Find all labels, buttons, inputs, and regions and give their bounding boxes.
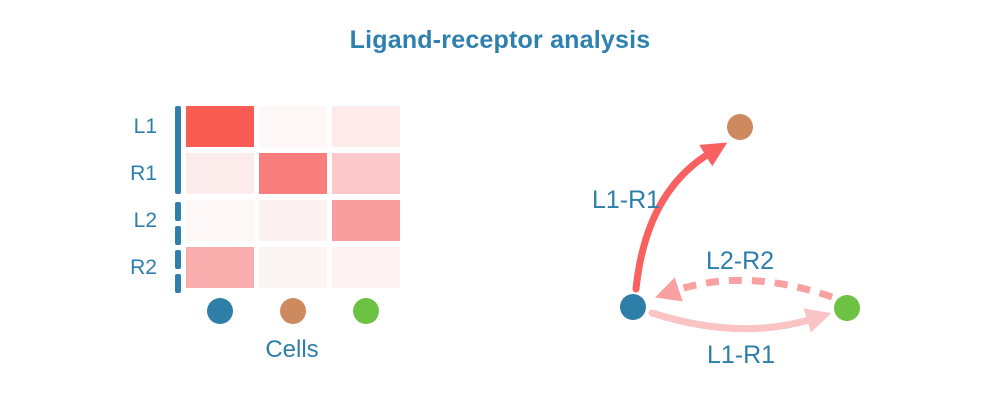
heatmap-cell-L2-blue-cell bbox=[186, 200, 254, 241]
heatmap-cell-R1-orange-cell bbox=[259, 153, 327, 194]
heatmap-cell-R1-blue-cell bbox=[186, 153, 254, 194]
heatmap-row-label-L2: L2 bbox=[133, 209, 157, 232]
column-dot-blue-cell bbox=[207, 298, 233, 324]
node-orange-cell bbox=[727, 114, 753, 140]
heatmap-row-label-R2: R2 bbox=[130, 256, 157, 279]
node-green-cell bbox=[834, 295, 860, 321]
edge-label-L2-R2: L2-R2 bbox=[705, 247, 775, 275]
column-dot-orange-cell bbox=[280, 298, 306, 324]
page-title: Ligand-receptor analysis bbox=[349, 26, 651, 54]
heatmap-column-dots bbox=[186, 298, 398, 324]
edge-label-L1-R1-top: L1-R1 bbox=[591, 186, 661, 214]
heatmap-cell-L2-orange-cell bbox=[259, 200, 327, 241]
heatmap-cell-R2-blue-cell bbox=[186, 247, 254, 288]
edge-green-to-blue-dashed bbox=[654, 276, 834, 302]
row-group-bar-dash bbox=[175, 274, 181, 293]
row-group-bar-dash bbox=[175, 202, 181, 221]
edge-label-L1-R1-bottom: L1-R1 bbox=[706, 341, 776, 369]
heatmap-cell-L1-orange-cell bbox=[259, 106, 327, 147]
node-blue-cell bbox=[620, 294, 646, 320]
heatmap-row-label-R1: R1 bbox=[130, 162, 157, 185]
row-group-bar-dash bbox=[175, 226, 181, 245]
heatmap-cell-R1-green-cell bbox=[332, 153, 400, 194]
heatmap-cell-L2-green-cell bbox=[332, 200, 400, 241]
heatmap-cell-R2-orange-cell bbox=[259, 247, 327, 288]
column-dot-green-cell bbox=[353, 298, 379, 324]
heatmap-cell-L1-green-cell bbox=[332, 106, 400, 147]
heatmap-grid bbox=[186, 106, 400, 288]
edge-blue-to-green-solid bbox=[648, 308, 832, 333]
edge-blue-to-orange-solid bbox=[632, 142, 728, 293]
heatmap-row-label-L1: L1 bbox=[133, 115, 157, 138]
row-group-bar-solid bbox=[175, 106, 181, 194]
heatmap-cell-L1-blue-cell bbox=[186, 106, 254, 147]
heatmap-x-axis-label: Cells bbox=[265, 336, 319, 363]
heatmap-cell-R2-green-cell bbox=[332, 247, 400, 288]
row-group-bar-dash bbox=[175, 250, 181, 269]
